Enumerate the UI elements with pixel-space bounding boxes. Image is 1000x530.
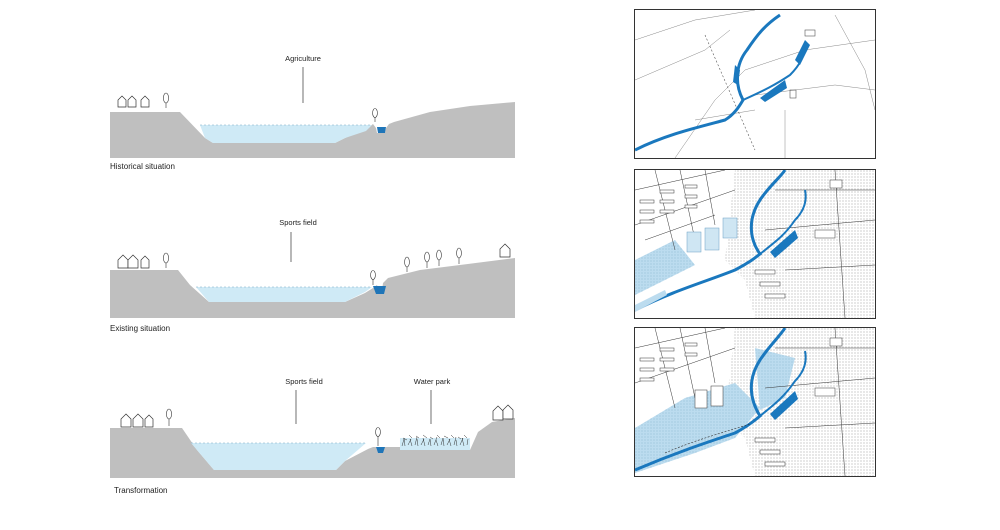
basin-water-transformation — [191, 443, 366, 470]
caption-existing: Existing situation — [110, 324, 171, 333]
caption-transformation: Transformation — [114, 486, 168, 495]
ground-profile-transformation — [110, 418, 515, 478]
basin-water-historical — [200, 125, 372, 143]
house-icon — [117, 95, 150, 108]
map-transformation-drawing — [635, 328, 875, 476]
ground-profile-existing — [110, 258, 515, 318]
map-transformation — [634, 327, 876, 477]
label-sports-field-transformation: Sports field — [285, 377, 323, 386]
house-icon — [117, 243, 511, 269]
stream-transformation — [376, 447, 385, 453]
tree-icon — [163, 247, 462, 285]
map-existing — [634, 169, 876, 319]
tree-icon — [166, 408, 381, 446]
map-historical — [634, 9, 876, 159]
map-historical-drawing — [635, 10, 875, 158]
house-icon — [120, 404, 514, 428]
caption-historical: Historical situation — [110, 162, 175, 171]
label-water-park: Water park — [413, 377, 451, 386]
reed-vegetation — [401, 434, 469, 447]
ground-profile-historical — [110, 102, 515, 158]
tree-icon — [163, 92, 378, 122]
label-sports-field-existing: Sports field — [279, 218, 317, 227]
basin-water-existing — [196, 287, 372, 302]
stream-historical — [377, 127, 386, 133]
map-existing-drawing — [635, 170, 875, 318]
stream-existing — [373, 286, 386, 294]
label-agriculture: Agriculture — [285, 54, 321, 63]
